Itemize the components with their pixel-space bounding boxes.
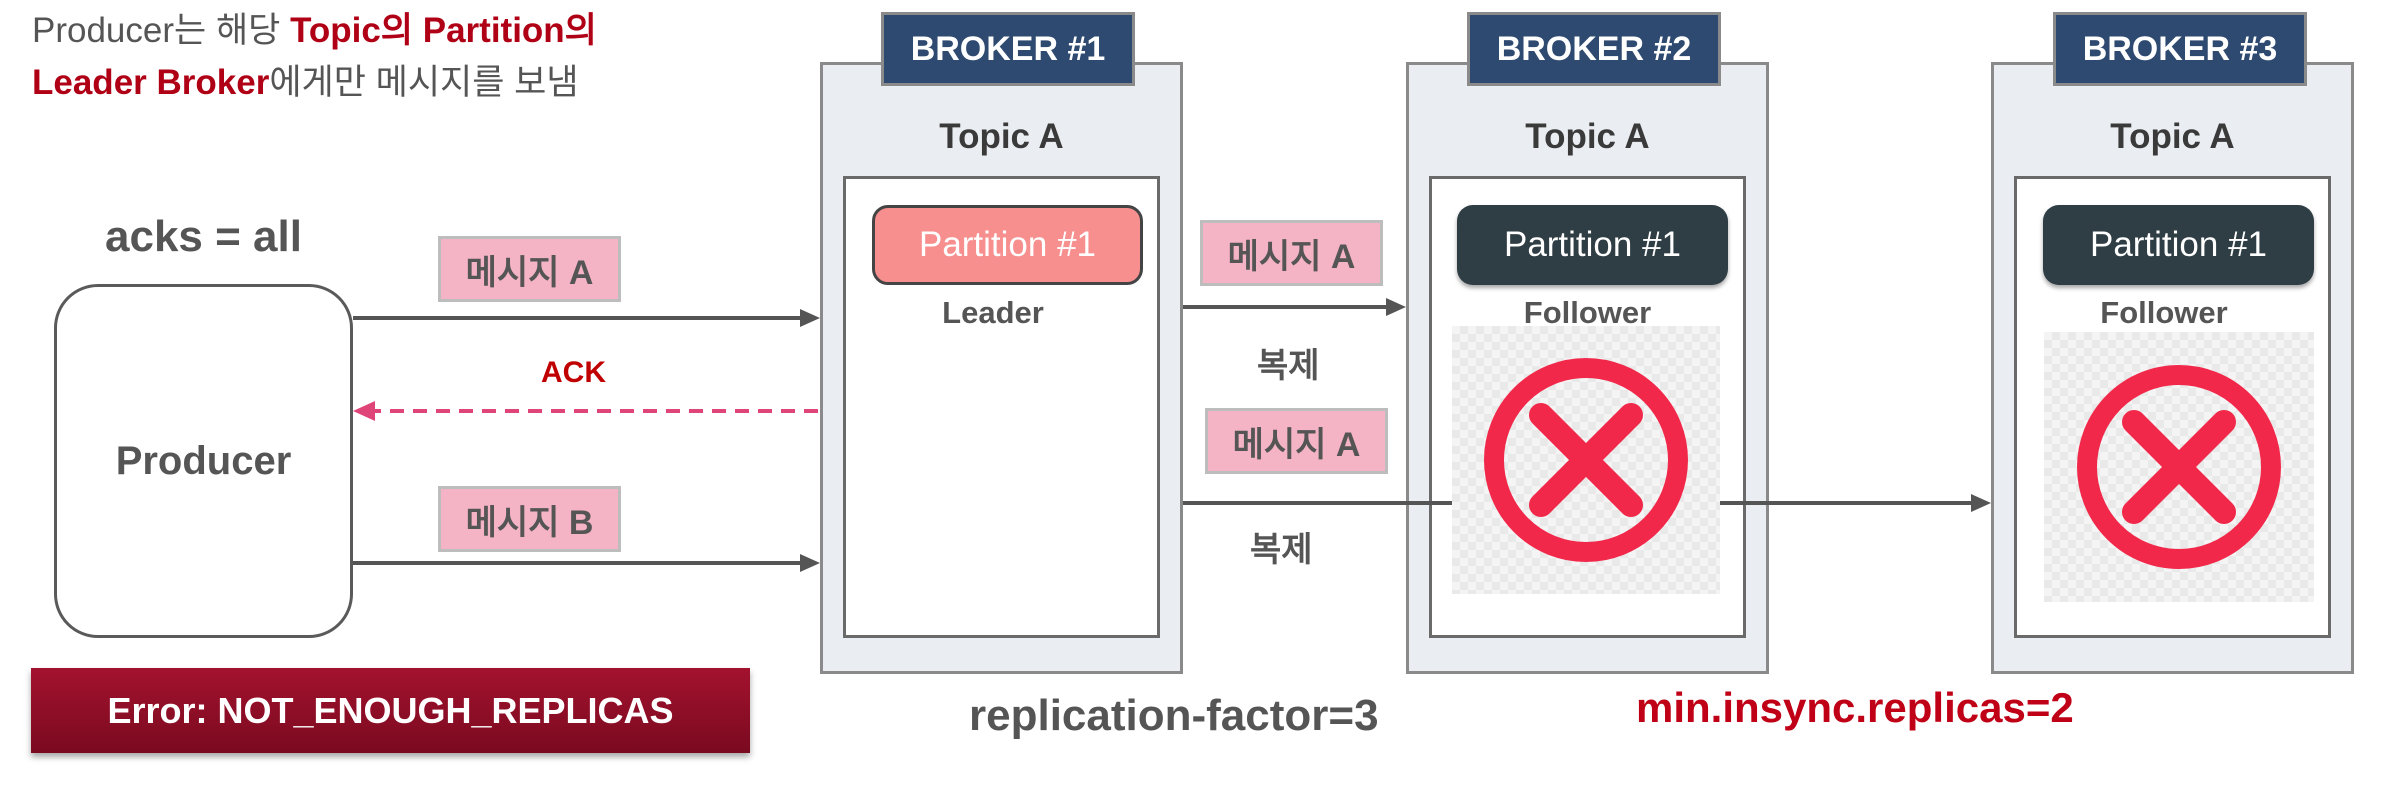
arrow-replicate-to-broker-2 <box>1183 298 1406 316</box>
broker-2-failure-area <box>1452 326 1720 594</box>
broker-1-topic: Topic A <box>939 117 1064 156</box>
arrow-producer-to-leader-b <box>353 554 820 572</box>
broker-3-role: Follower <box>2100 295 2228 330</box>
message-a-tag: 메시지 A <box>438 236 621 302</box>
broker-3-header: BROKER #3 <box>2053 12 2307 86</box>
broker-1-header: BROKER #1 <box>881 12 1135 86</box>
producer-box: Producer <box>54 284 353 638</box>
message-b-tag: 메시지 B <box>438 486 621 552</box>
header-line-1: Producer는 해당 Topic의 Partition의 <box>32 2 597 53</box>
broker-2-role: Follower <box>1523 295 1652 330</box>
copy-label-1: 복제 <box>1257 347 1320 385</box>
header-line-1-prefix: Producer는 해당 <box>32 11 291 50</box>
arrow-replicate-to-broker-3 <box>1183 494 1991 512</box>
header-line-2: Leader Broker에게만 메시지를 보냄 <box>32 54 579 105</box>
broker-1-partition-leader: Partition #1 <box>872 205 1143 285</box>
replicate-message-a-tag-1: 메시지 A <box>1200 220 1383 286</box>
header-line-2-suffix: 에게만 메시지를 보냄 <box>269 63 579 102</box>
broker-1-role: Leader <box>942 295 1044 330</box>
broker-2-partition-follower: Partition #1 <box>1457 205 1728 285</box>
arrow-ack-to-producer <box>353 401 818 421</box>
broker-2-topic: Topic A <box>1525 117 1650 156</box>
x-circle-icon <box>1484 358 1688 562</box>
replicate-message-a-tag-2: 메시지 A <box>1205 408 1388 474</box>
acks-label: acks = all <box>105 212 302 261</box>
header-line-2-highlight: Leader Broker <box>32 63 270 102</box>
copy-label-2: 복제 <box>1250 531 1313 569</box>
ack-label: ACK <box>541 356 606 389</box>
error-banner: Error: NOT_ENOUGH_REPLICAS <box>31 668 750 753</box>
x-circle-icon <box>2077 365 2281 569</box>
min-insync-replicas-label: min.insync.replicas=2 <box>1636 684 2074 731</box>
broker-3-partition-follower: Partition #1 <box>2043 205 2314 285</box>
broker-3-failure-area <box>2044 332 2314 602</box>
replication-factor-label: replication-factor=3 <box>969 691 1379 740</box>
broker-2-header: BROKER #2 <box>1467 12 1721 86</box>
header-line-1-highlight: Topic의 Partition의 <box>290 11 597 50</box>
producer-label: Producer <box>115 438 292 483</box>
broker-3-topic: Topic A <box>2110 117 2235 156</box>
arrow-producer-to-leader-a <box>353 309 820 327</box>
